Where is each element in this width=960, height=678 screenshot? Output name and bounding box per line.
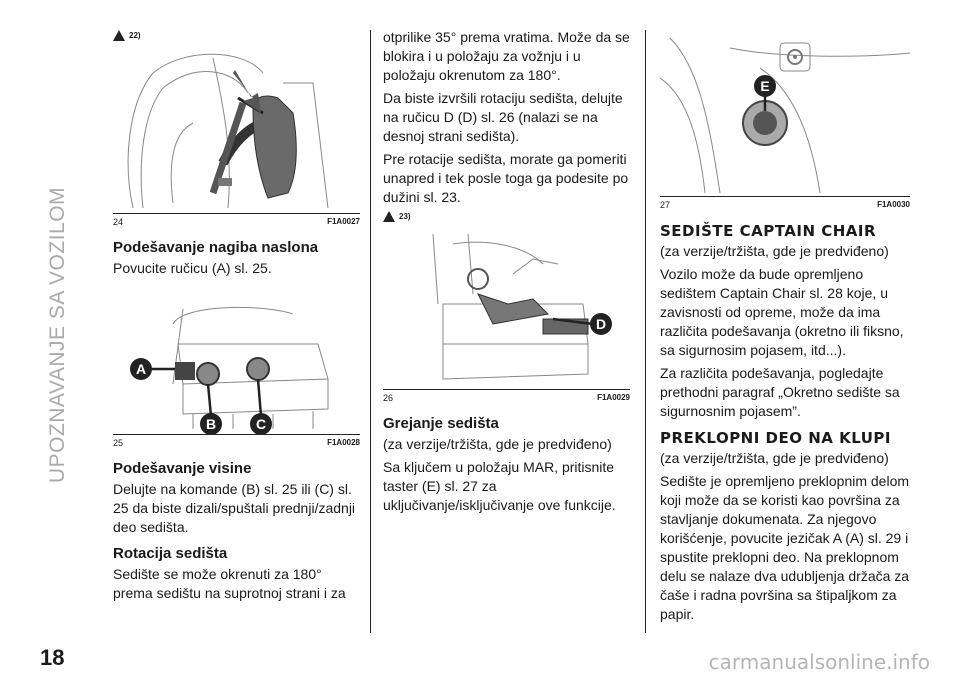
heading-naslon: Podešavanje nagiba naslona [113,239,319,256]
paragraph: Delujte na komande (B) sl. 25 ili (C) sl… [113,481,356,535]
figure-code: F1A0027 [327,217,360,226]
column-divider [370,30,371,633]
page-number: 18 [40,645,65,670]
warning-triangle-icon [113,30,125,41]
seat-armrest-illustration [127,53,329,209]
section-side-title: UPOZNAVANJE SA VOZILOM [46,186,69,484]
paragraph: Povucite ručicu (A) sl. 25. [113,260,272,276]
heading-grejanje: Grejanje sedišta [383,415,499,432]
heading-captain-chair: SEDIŠTE CAPTAIN CHAIR [660,222,877,240]
paragraph: Sa ključem u položaju MAR, pritisnite ta… [383,459,616,513]
figure-number: 27 [660,200,671,210]
watermark: carmanualsonline.info [708,650,930,674]
callout-a: A [136,361,146,377]
callout-d: D [596,316,606,332]
paragraph: Za različita podešavanja, pogledajte pre… [660,365,900,419]
paragraph: (za verzije/tržišta, gde je predviđeno) [660,450,889,466]
callout-e: E [760,78,769,94]
heading-preklopni: PREKLOPNI DEO NA KLUPI [660,429,891,447]
seat-rotation-lever-illustration: D [432,233,612,380]
column-3: E 27 F1A0030 SEDIŠTE CAPTAIN CHAIR (za v… [660,28,910,628]
figure-code: F1A0030 [877,200,910,209]
heated-seat-button-illustration: E [660,37,910,194]
figure-caption: 25 F1A0028 [113,435,360,452]
paragraph: otprilike 35° prema vratima. Može da se … [383,29,630,83]
paragraph: Pre rotacije sedišta, morate ga pomeriti… [383,151,629,205]
callout-c: C [256,416,266,432]
warning-note: 22) [113,30,360,41]
column-2: otprilike 35° prema vratima. Može da se … [383,28,630,519]
heading-visine: Podešavanje visine [113,460,252,477]
figure-caption: 27 F1A0030 [660,197,910,214]
paragraph: (za verzije/tržišta, gde je predviđeno) [383,436,612,452]
callout-b: B [206,416,216,432]
figure-number: 25 [113,438,124,448]
figure-number: 26 [383,393,394,403]
figure-caption: 26 F1A0029 [383,390,630,407]
paragraph: Sedište je opremljeno preklopnim delom k… [660,473,910,622]
paragraph: Vozilo može da bude opremljeno sedištem … [660,266,904,358]
figure-caption: 24 F1A0027 [113,214,360,231]
note-ref: 23) [399,212,411,221]
paragraph: Sedište se može okrenuti za 180° prema s… [113,566,346,601]
column-divider [645,30,646,633]
figure-number: 24 [113,217,124,227]
paragraph: Da biste izvršili rotaciju sedišta, delu… [383,90,623,144]
note-ref: 22) [129,31,141,40]
figure-27: E [660,28,910,197]
warning-triangle-icon [383,211,395,222]
figure-24 [113,43,360,214]
heading-rotacija: Rotacija sedišta [113,545,228,562]
seat-controls-illustration: A B C [130,306,329,434]
figure-26: D [383,224,630,390]
warning-note: 23) [383,211,630,222]
column-1: 22) 24 F1A0027 Podešavanje nagiba naslon… [113,28,360,607]
figure-code: F1A0028 [327,438,360,447]
figure-25: A B C [113,284,360,435]
figure-code: F1A0029 [597,393,630,402]
paragraph: (za verzije/tržišta, gde je predviđeno) [660,243,889,259]
